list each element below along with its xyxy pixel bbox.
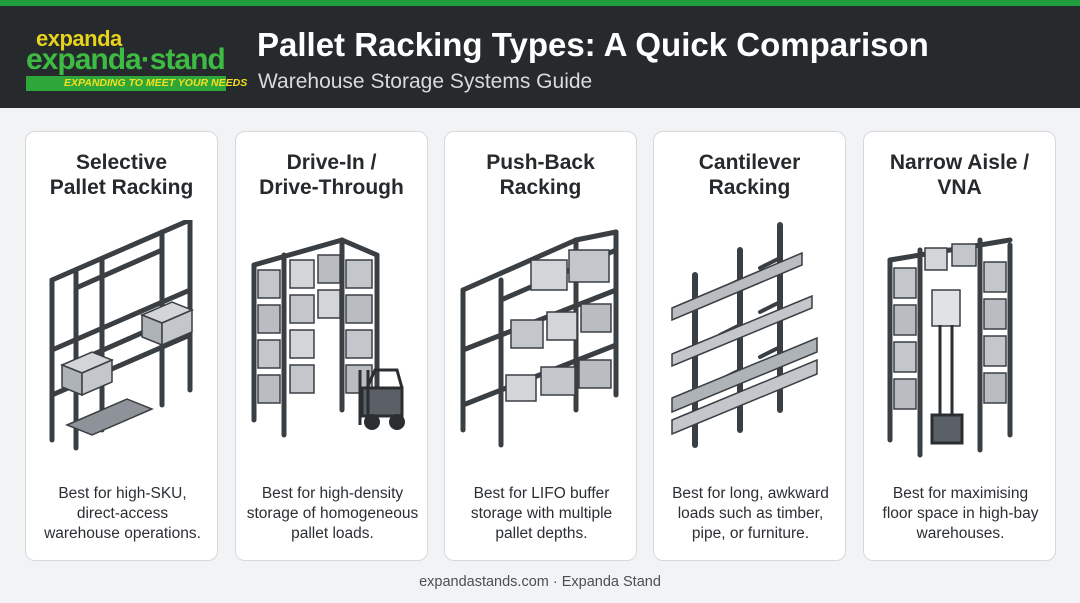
card-title-line: Push-Back: [486, 151, 595, 174]
logo-tagline: EXPANDING TO MEET YOUR NEEDS: [26, 76, 247, 91]
card-description-line: Best for long, awkward: [672, 485, 829, 502]
card-description: Best for maximising floor space in high-…: [868, 484, 1053, 544]
footer-credit[interactable]: expandastands.com · Expanda Stand: [419, 574, 661, 590]
card-description-line: Best for LIFO buffer: [473, 485, 610, 502]
card-description-line: warehouses.: [916, 525, 1005, 542]
card-title-line: Drive-In /: [286, 151, 377, 174]
card-drive-in-drive-through: Drive-In / Drive-Through: [235, 131, 428, 561]
card-description-line: Best for maximising: [892, 485, 1029, 502]
card-description-line: pipe, or furniture.: [691, 525, 810, 542]
drive-in-rack-icon: [251, 237, 405, 438]
card-description-line: warehouse operations.: [44, 525, 201, 542]
logo-wordmark-main: expanda·stand: [26, 43, 226, 76]
card-description-line: pallet loads.: [291, 525, 374, 542]
card-push-back-racking: Push-Back Racking Best for LIFO buffer: [444, 131, 637, 561]
card-title: Cantilever Racking: [654, 150, 845, 200]
card-cantilever-racking: Cantilever Racking Best for long, awkw: [653, 131, 846, 561]
card-title-line: Cantilever: [698, 151, 801, 174]
header-banner: expanda expanda·stand EXPANDING TO MEET …: [0, 6, 1080, 108]
card-title-line: Drive-Through: [259, 176, 404, 199]
card-title: Narrow Aisle / VNA: [864, 150, 1055, 200]
card-description-line: storage of homogeneous: [246, 505, 419, 522]
card-description: Best for long, awkward loads such as tim…: [658, 484, 843, 544]
brand-logo[interactable]: expanda expanda·stand EXPANDING TO MEET …: [26, 26, 247, 96]
logo-wordmark-top: expanda: [36, 26, 122, 51]
push-back-rack-icon: [460, 229, 619, 448]
card-description-line: loads such as timber,: [677, 505, 824, 522]
card-description: Best for high-SKU, direct-access warehou…: [30, 484, 215, 544]
card-description: Best for high-density storage of homogen…: [240, 484, 425, 544]
card-title: Push-Back Racking: [445, 150, 636, 200]
narrow-aisle-rack-icon: [887, 237, 1013, 458]
selective-rack-icon: [49, 220, 194, 451]
page-subtitle: Warehouse Storage Systems Guide: [258, 70, 593, 93]
card-title-line: Selective: [75, 151, 168, 174]
card-description-line: direct-access: [76, 505, 169, 522]
card-description-line: pallet depths.: [495, 525, 588, 542]
card-title-line: Narrow Aisle /: [889, 151, 1030, 174]
page-title: Pallet Racking Types: A Quick Comparison: [257, 26, 929, 63]
card-description-line: storage with multiple: [470, 505, 613, 522]
card-title: Drive-In / Drive-Through: [236, 150, 427, 200]
card-description: Best for LIFO buffer storage with multip…: [449, 484, 634, 544]
cantilever-rack-icon: [671, 222, 818, 448]
card-narrow-aisle-vna: Narrow Aisle / VNA: [863, 131, 1056, 561]
card-description-line: Best for high-SKU,: [58, 485, 187, 502]
top-accent-bar: [0, 0, 1080, 6]
card-title-line: Racking: [708, 176, 791, 199]
card-description-line: floor space in high-bay: [882, 505, 1039, 522]
card-selective-pallet-racking: Selective Pallet Racking Best for high-S…: [25, 131, 218, 561]
card-title-line: Racking: [499, 176, 582, 199]
card-title-line: Pallet Racking: [49, 176, 194, 199]
card-description-line: Best for high-density: [261, 485, 404, 502]
card-title: Selective Pallet Racking: [26, 150, 217, 200]
card-title-line: VNA: [937, 176, 982, 199]
